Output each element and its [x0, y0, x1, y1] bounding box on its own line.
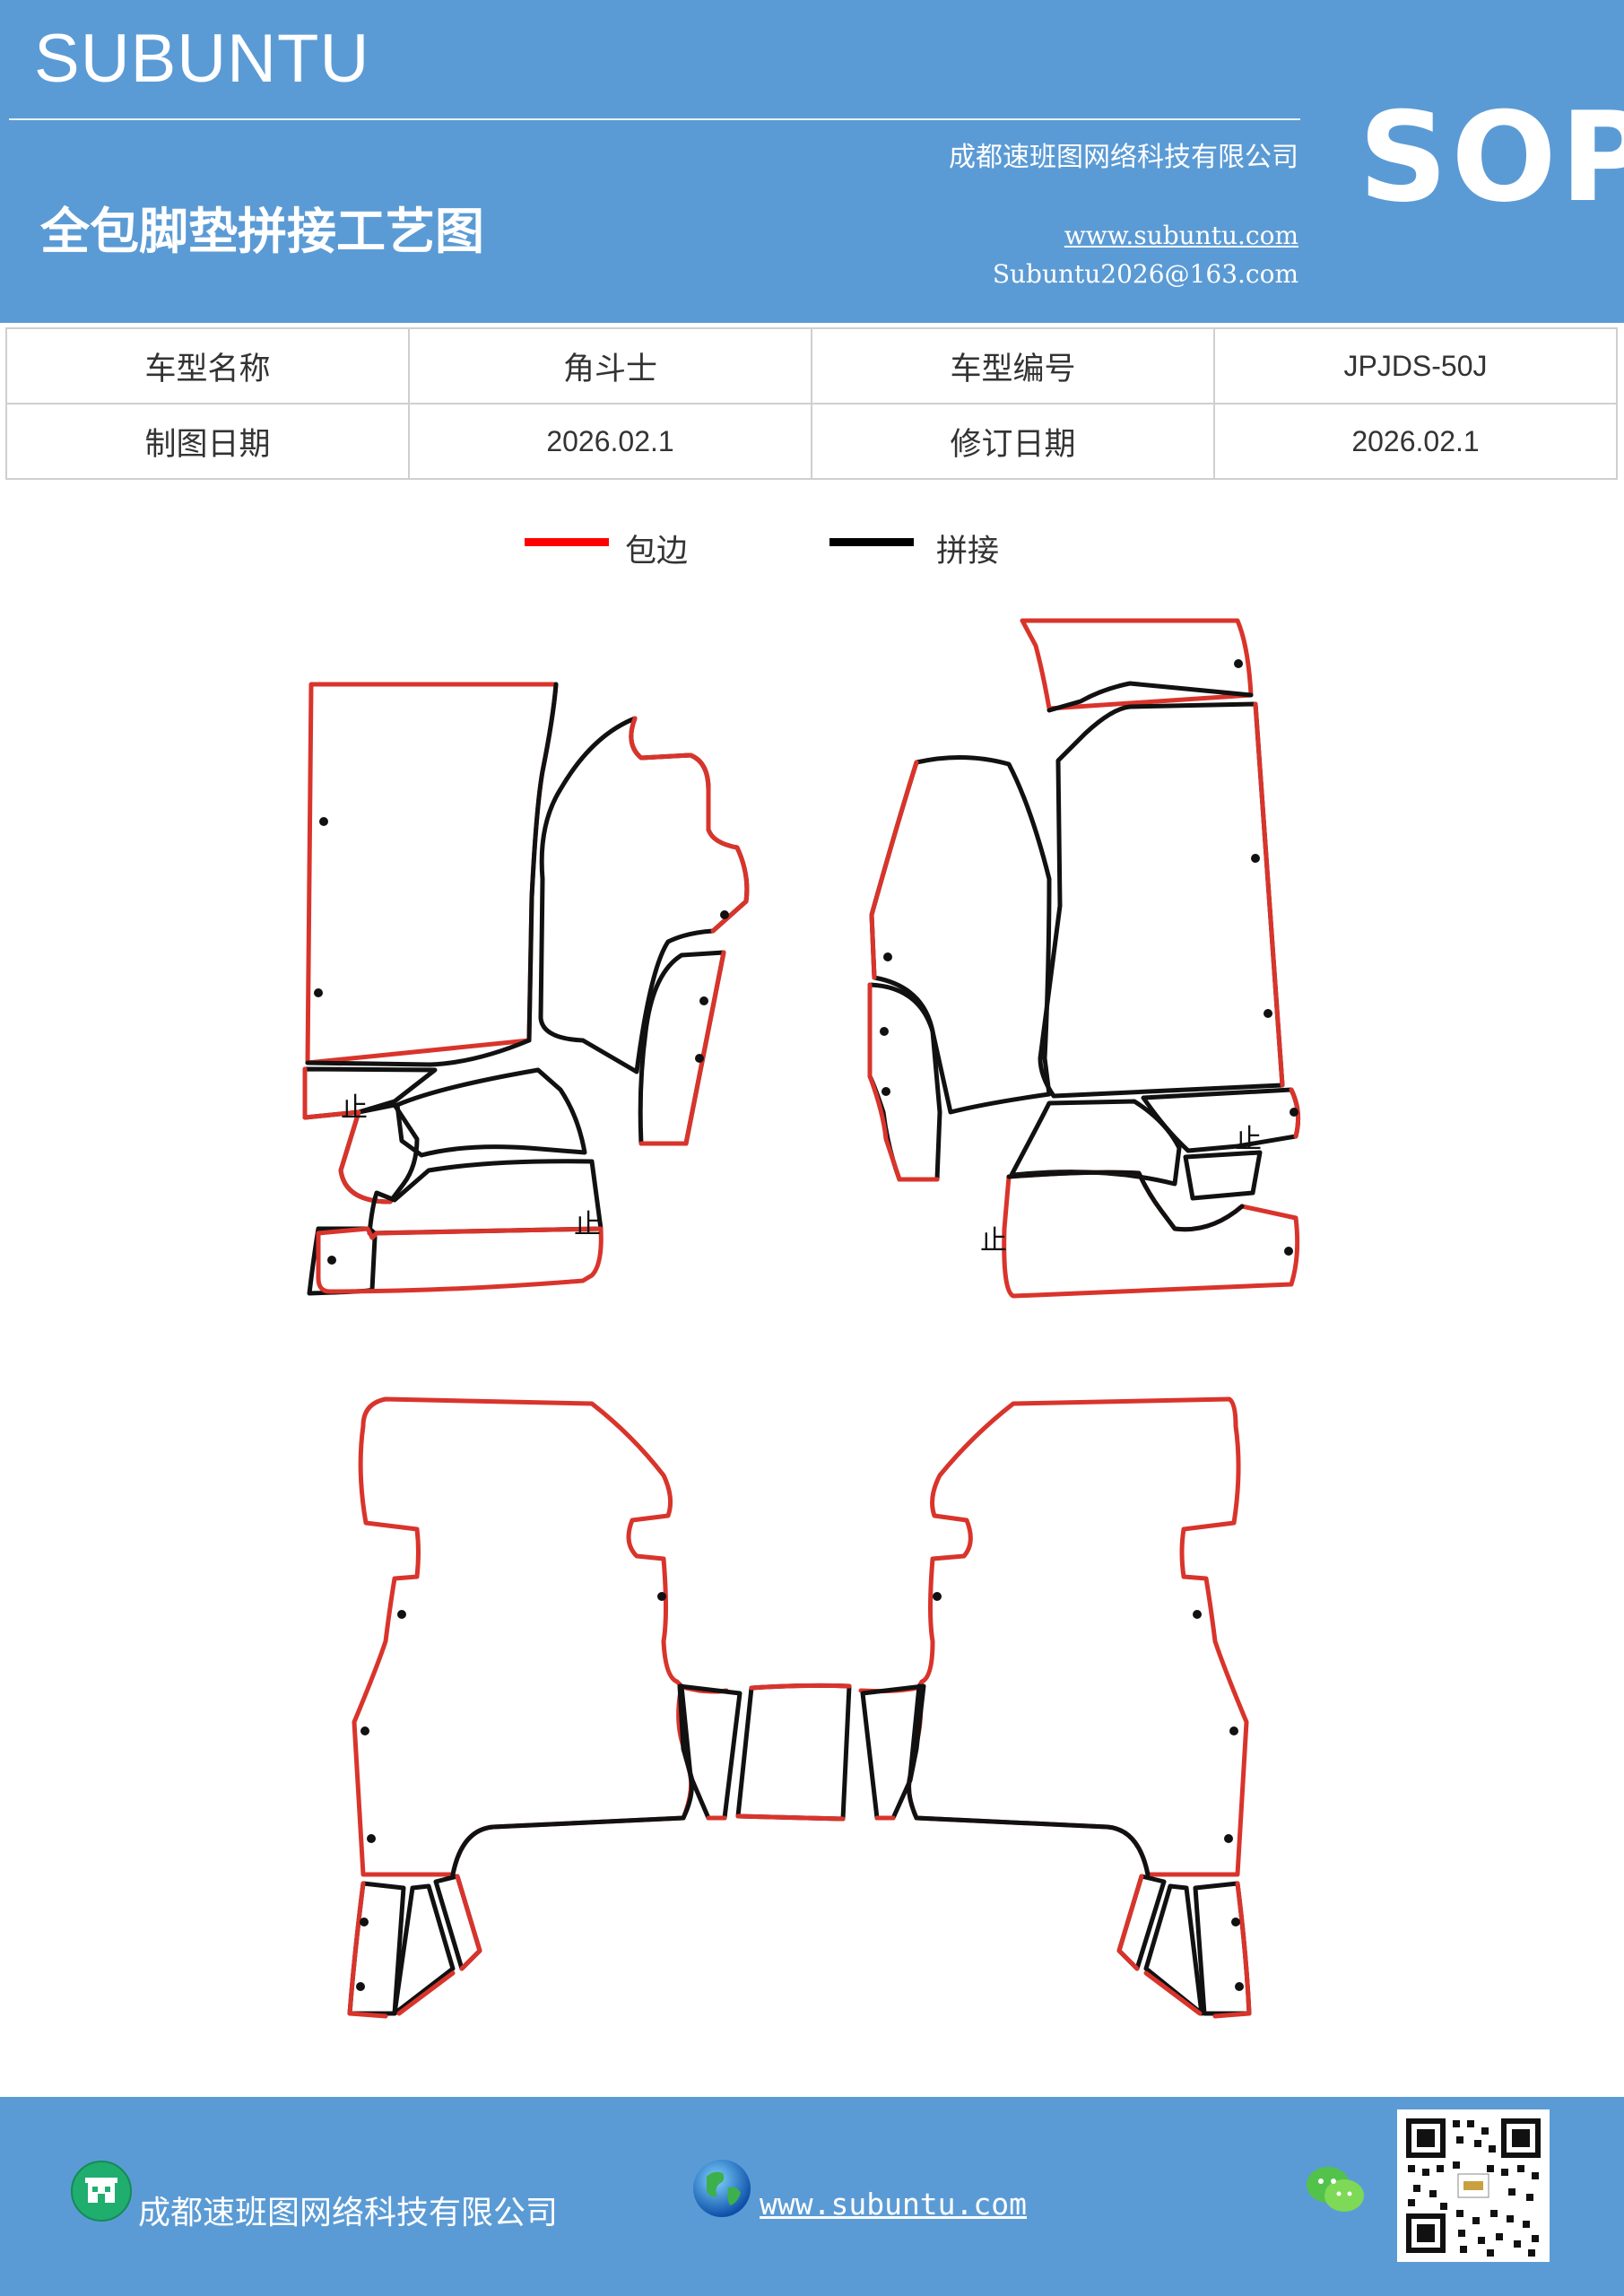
- mat-piece: [1038, 701, 1285, 1099]
- seam-line: [305, 682, 559, 1067]
- mat-piece: [1020, 618, 1254, 711]
- mat-piece: [860, 1683, 926, 1821]
- header-banner: SUBUNTU SOP 成都速班图网络科技有限公司 全包脚垫拼接工艺图 www.…: [0, 0, 1624, 323]
- seam-stop-mark: 止: [341, 1092, 368, 1124]
- draw-date-value: 2026.02.1: [408, 403, 812, 480]
- seam-stop-mark: 止: [1235, 1124, 1262, 1155]
- building-icon: [71, 2161, 132, 2222]
- model-code-value: JPJDS-50J: [1213, 327, 1618, 404]
- draw-date-label: 制图日期: [5, 403, 410, 480]
- seam-stop-mark: 止: [574, 1209, 601, 1240]
- mat-piece: [367, 1159, 604, 1236]
- mat-piece: [638, 950, 726, 1146]
- qr-code[interactable]: [1397, 2109, 1550, 2262]
- legend-splice-swatch: [829, 538, 914, 546]
- rear-mat-group: [347, 1396, 1252, 2019]
- seam-line: [1006, 1170, 1245, 1232]
- wechat-icon[interactable]: [1305, 2163, 1366, 2217]
- sop-badge: SOP: [1359, 85, 1624, 230]
- table-row: 制图日期 2026.02.1 修订日期 2026.02.1: [5, 403, 1618, 480]
- legend-edge-label: 包边: [625, 534, 689, 570]
- anchor-dot: [1251, 854, 1260, 863]
- company-name-header: 成都速班图网络科技有限公司: [949, 142, 1298, 173]
- edge-line: [869, 760, 919, 980]
- mat-piece: [305, 682, 559, 1065]
- anchor-dot: [881, 1087, 890, 1096]
- mat-piece: [1141, 1087, 1301, 1153]
- edge-line: [629, 716, 750, 934]
- anchor-dot: [319, 817, 328, 826]
- globe-icon: [693, 2160, 751, 2217]
- mat-piece: [1143, 1883, 1204, 2016]
- model-name-value: 角斗士: [408, 327, 812, 404]
- mat-piece: [316, 1226, 604, 1294]
- model-name-label: 车型名称: [5, 327, 410, 404]
- brand-name: SUBUNTU: [34, 21, 370, 97]
- mat-piece: [352, 1396, 694, 1877]
- anchor-dot: [314, 988, 323, 997]
- legend: 包边 拼接: [0, 520, 1624, 574]
- seam-line: [914, 1815, 1151, 1877]
- anchor-dot: [327, 1256, 336, 1265]
- edge-line: [638, 950, 726, 1146]
- edge-line: [749, 1683, 852, 1691]
- mat-piece: [395, 1067, 587, 1158]
- footer-company-name: 成都速班图网络科技有限公司: [138, 2195, 559, 2231]
- anchor-dot: [367, 1834, 376, 1843]
- edge-line: [867, 982, 940, 1182]
- edge-line: [1212, 1881, 1252, 2019]
- edge-line: [396, 1874, 482, 2016]
- anchor-dot: [1231, 1918, 1240, 1926]
- anchor-dot: [880, 1027, 889, 1036]
- anchor-dot: [1235, 1982, 1244, 1991]
- website-link-header[interactable]: www.subuntu.com: [1064, 221, 1298, 250]
- header-divider: [9, 118, 1300, 120]
- seam-stop-mark: 止: [980, 1225, 1007, 1257]
- anchor-dot: [1234, 659, 1243, 668]
- front-right-mat-group: 止 止: [867, 618, 1301, 1299]
- edge-line: [1253, 701, 1285, 1088]
- mat-piece: [1183, 1150, 1263, 1201]
- mat-piece: [392, 1883, 456, 2016]
- anchor-dot: [1290, 1108, 1298, 1117]
- anchor-dot: [1264, 1009, 1272, 1018]
- anchor-dot: [397, 1610, 406, 1619]
- anchor-dot: [695, 1054, 704, 1063]
- front-left-mat-group: 止 止: [302, 682, 750, 1296]
- document-title: 全包脚垫拼接工艺图: [40, 203, 485, 260]
- edge-line: [338, 1109, 393, 1205]
- anchor-dot: [356, 1982, 365, 1991]
- footer-website-link[interactable]: www.subuntu.com: [760, 2187, 1028, 2222]
- revision-date-value: 2026.02.1: [1213, 403, 1618, 480]
- seam-line: [450, 1815, 686, 1877]
- mat-piece: [538, 716, 750, 1074]
- mat-piece: [735, 1683, 852, 1822]
- anchor-dot: [360, 1726, 369, 1735]
- seam-line: [1046, 681, 1254, 713]
- mat-piece: [907, 1396, 1249, 1877]
- anchor-dot: [1193, 1610, 1202, 1619]
- edge-line: [302, 1066, 361, 1120]
- anchor-dot: [360, 1918, 369, 1926]
- anchor-dot: [720, 910, 729, 919]
- vehicle-info-table: 车型名称 角斗士 车型编号 JPJDS-50J 制图日期 2026.02.1 修…: [5, 327, 1618, 480]
- anchor-dot: [699, 996, 708, 1005]
- anchor-dot: [1224, 1834, 1233, 1843]
- legend-splice-label: 拼接: [936, 534, 1000, 570]
- anchor-dot: [1284, 1247, 1293, 1256]
- anchor-dot: [657, 1592, 666, 1601]
- anchor-dot: [883, 952, 892, 961]
- table-row: 车型名称 角斗士 车型编号 JPJDS-50J: [5, 327, 1618, 404]
- revision-date-label: 修订日期: [811, 403, 1215, 480]
- mat-piece: [869, 754, 1052, 1115]
- email-address[interactable]: Subuntu2026@163.com: [992, 259, 1298, 289]
- model-code-label: 车型编号: [811, 327, 1215, 404]
- edge-line: [735, 1813, 846, 1822]
- anchor-dot: [1229, 1726, 1238, 1735]
- edge-line: [347, 1881, 388, 2019]
- legend-edge-swatch: [525, 538, 609, 546]
- edge-line: [1116, 1874, 1203, 2016]
- anchor-dot: [933, 1592, 942, 1601]
